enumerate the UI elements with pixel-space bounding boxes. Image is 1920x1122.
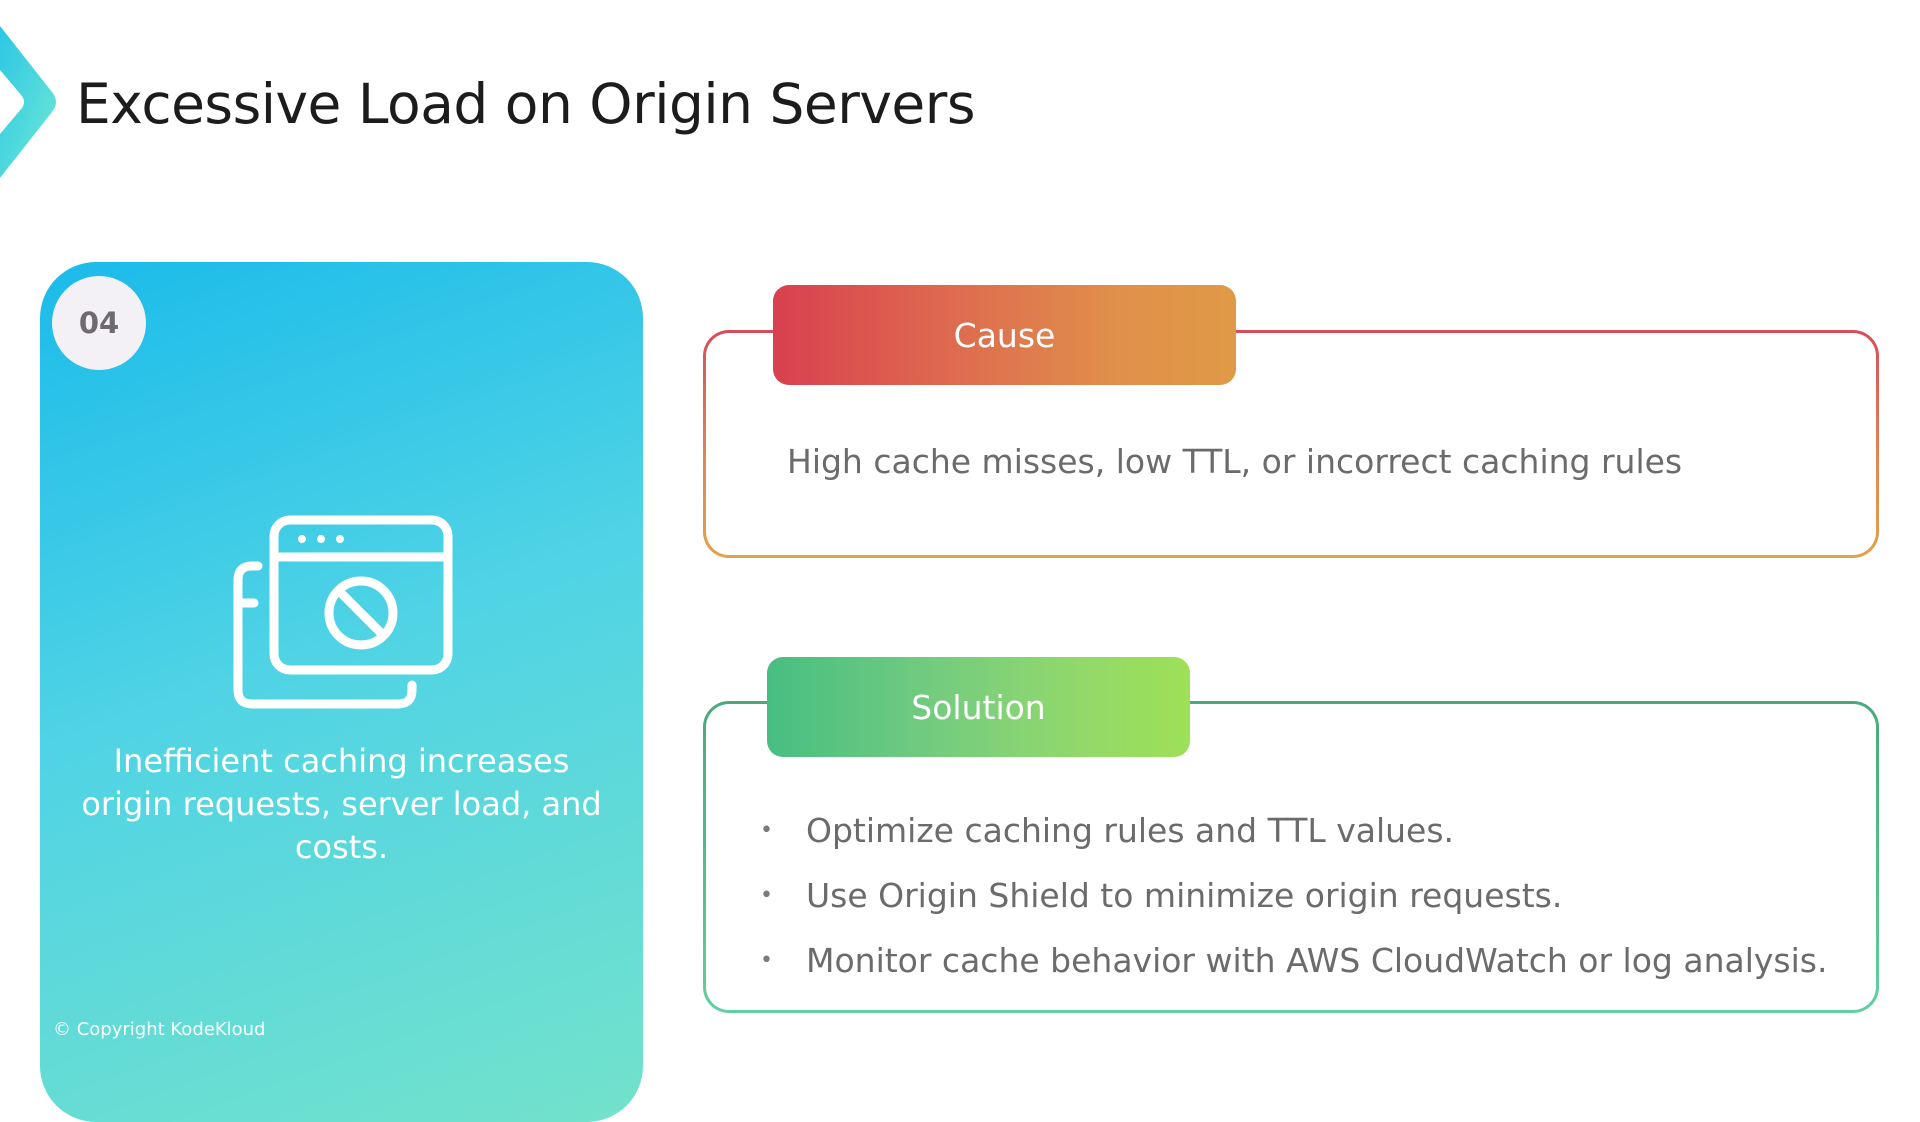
cause-header: Cause — [773, 285, 1236, 385]
slide-title: Excessive Load on Origin Servers — [76, 72, 976, 136]
issue-number-badge: 04 — [52, 276, 146, 370]
browser-blocked-icon — [233, 515, 453, 709]
solution-list: • Optimize caching rules and TTL values.… — [760, 798, 1827, 993]
solution-item: • Optimize caching rules and TTL values. — [760, 798, 1827, 863]
solution-item: • Monitor cache behavior with AWS CloudW… — [760, 928, 1827, 993]
bullet-icon: • — [760, 883, 773, 908]
solution-item-text: Use Origin Shield to minimize origin req… — [806, 876, 1563, 915]
issue-card — [40, 262, 643, 1122]
cause-header-label: Cause — [953, 315, 1056, 355]
bullet-icon: • — [760, 818, 773, 843]
solution-item-text: Monitor cache behavior with AWS CloudWat… — [806, 941, 1828, 980]
solution-header-label: Solution — [911, 687, 1046, 727]
cause-box — [703, 330, 1879, 558]
solution-header: Solution — [767, 657, 1190, 757]
bullet-icon: • — [760, 948, 773, 973]
copyright-notice: © Copyright KodeKloud — [53, 1019, 266, 1040]
chevron-right-icon — [0, 26, 56, 178]
issue-description: Inefficient caching increases origin req… — [81, 742, 602, 866]
solution-item: • Use Origin Shield to minimize origin r… — [760, 863, 1827, 928]
solution-item-text: Optimize caching rules and TTL values. — [806, 811, 1455, 850]
cause-text: High cache misses, low TTL, or incorrect… — [787, 442, 1683, 481]
